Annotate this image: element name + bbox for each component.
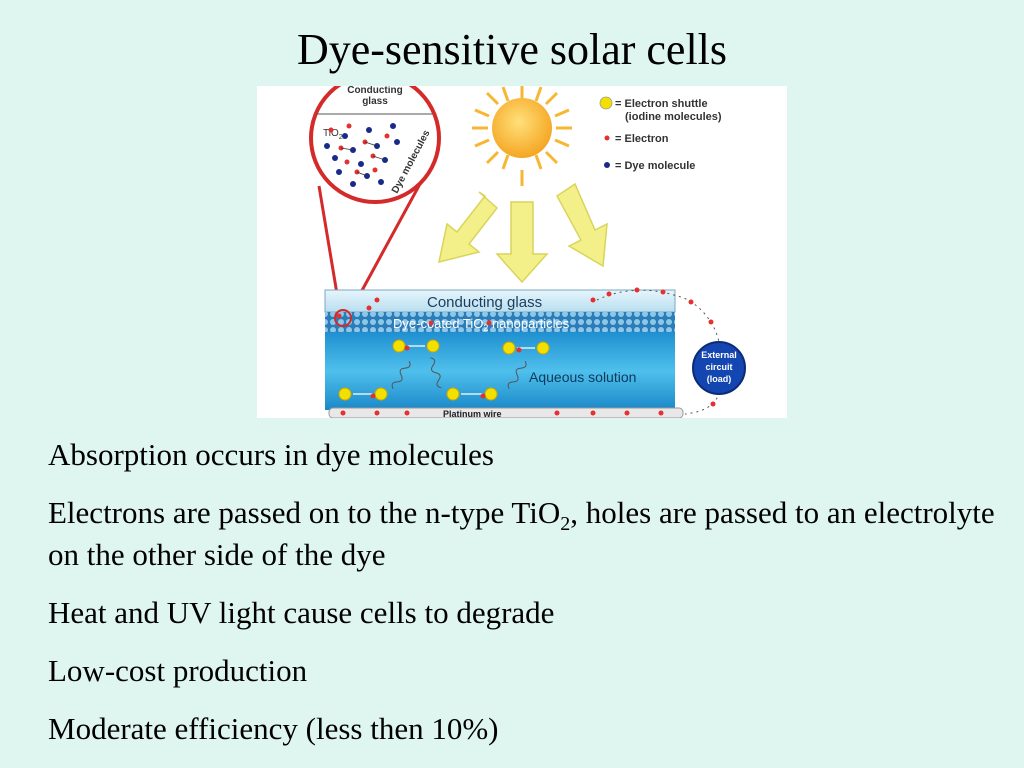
platinum-wire-label: Platinum wire [443, 409, 502, 418]
light-arrow-right [556, 182, 608, 268]
load-circle [692, 341, 746, 395]
legend-dye-swatch [604, 162, 610, 168]
sun-icon [472, 86, 572, 186]
legend-shuttle-swatch [599, 96, 613, 110]
legend-dye-label: = Dye molecule [615, 160, 695, 172]
light-arrow-center [495, 201, 549, 284]
circuit-label-load: (load) [707, 374, 732, 384]
circuit-label-circuit: circuit [705, 362, 732, 372]
legend-electron-swatch [604, 135, 610, 141]
circuit-wire-bottom [684, 391, 720, 415]
solar-cell: Conducting glass Dye-coated TiO2 nanopar… [324, 289, 684, 418]
platinum-wire [328, 407, 684, 418]
zoom-label-tio2: TiO2 [323, 128, 343, 141]
zoom-label-glass: glass [362, 96, 388, 107]
tio2-layer-label: Dye-coated TiO2 nanoparticles [393, 316, 570, 333]
zoom-inset: Conducting glass TiO2 Dye molecules [309, 86, 441, 319]
bullet-low-cost: Low-cost production [48, 653, 308, 688]
legend-electron-label: = Electron [615, 133, 669, 145]
bullet-degradation: Heat and UV light cause cells to degrade [48, 595, 555, 630]
shuttle-molecules [336, 297, 596, 401]
zoom-target-ring [334, 309, 352, 327]
legend: = Electron shuttle (iodine molecules) = … [599, 96, 722, 172]
conducting-glass-label: Conducting glass [427, 294, 542, 311]
zoom-label-conducting: Conducting [347, 86, 403, 96]
external-circuit: External circuit (load) [340, 287, 746, 416]
bullet-electrons: Electrons are passed on to the n-type Ti… [48, 495, 995, 572]
aqueous-solution-label: Aqueous solution [529, 369, 636, 385]
bullet-absorption: Absorption occurs in dye molecules [48, 437, 494, 472]
zoom-particles [324, 123, 400, 187]
tio2-layer [325, 312, 675, 332]
slide-title: Dye-sensitive solar cells [296, 25, 728, 74]
legend-shuttle-label: = Electron shuttle [615, 98, 708, 110]
circuit-label-external: External [701, 350, 737, 360]
dssc-diagram: Conducting glass TiO2 Dye molecules [257, 86, 787, 418]
legend-shuttle-sub: (iodine molecules) [625, 111, 722, 123]
bullet-efficiency: Moderate efficiency (less then 10%) [48, 711, 499, 746]
light-arrows [438, 182, 608, 284]
light-arrow-left [438, 191, 499, 264]
bullet-list: Absorption occurs in dye molecules Elect… [48, 434, 1008, 766]
